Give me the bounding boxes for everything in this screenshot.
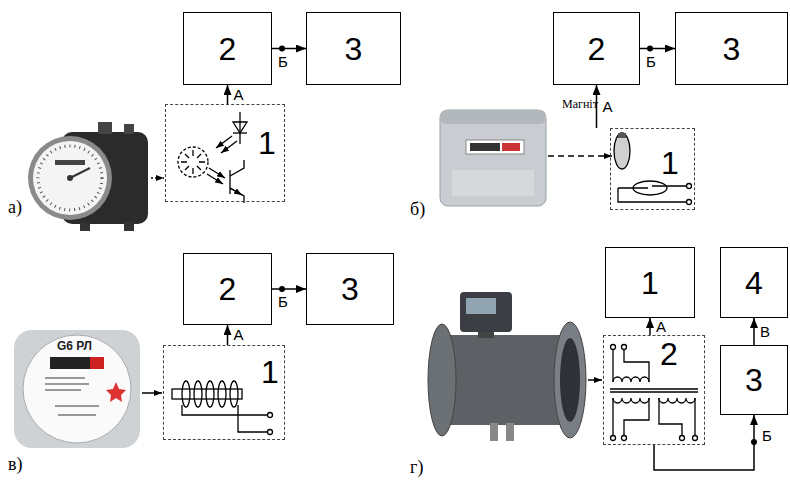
block-number: 3 bbox=[723, 33, 741, 65]
sensing-arrow bbox=[548, 155, 612, 157]
sensor-block: 1 bbox=[165, 104, 285, 202]
signal-connector bbox=[227, 85, 229, 104]
process-box: 2 bbox=[183, 253, 272, 325]
signal-name: А bbox=[233, 327, 245, 342]
process-box: 2 bbox=[183, 12, 272, 85]
signal-name: А bbox=[655, 319, 667, 334]
signal-connector bbox=[649, 318, 651, 335]
block-number: 2 bbox=[219, 273, 237, 305]
sensing-arrow bbox=[588, 379, 602, 381]
diaphragm-gas-meter bbox=[440, 110, 546, 206]
block-number: 1 bbox=[261, 356, 279, 388]
panel-letter: б) bbox=[410, 200, 425, 218]
signal-connector bbox=[272, 288, 306, 290]
signal-name: А bbox=[233, 87, 245, 102]
signal-connector bbox=[227, 325, 229, 345]
meter-marking: G6 РЛ bbox=[57, 340, 92, 352]
block-number: 2 bbox=[660, 338, 678, 370]
optical-sensor-symbol bbox=[178, 112, 247, 203]
signal-name: Б bbox=[645, 54, 657, 69]
signal-connector bbox=[640, 48, 675, 50]
process-box: 3 bbox=[720, 345, 788, 415]
process-box: 3 bbox=[306, 12, 401, 85]
reed-switch-symbol bbox=[614, 133, 692, 205]
ultrasonic-flow-meter bbox=[428, 292, 586, 441]
block-number: 2 bbox=[219, 33, 237, 65]
sensing-arrow bbox=[151, 177, 164, 179]
block-number: 3 bbox=[745, 364, 763, 396]
junction-dot bbox=[279, 286, 285, 292]
junction-dot bbox=[751, 439, 757, 445]
signal-name: В bbox=[759, 324, 771, 339]
rotary-gas-meter bbox=[14, 330, 140, 448]
sensor-block: 1 bbox=[163, 345, 285, 440]
signal-name: А bbox=[602, 99, 614, 114]
signal-name: Б bbox=[277, 54, 289, 69]
panel-letter: г) bbox=[410, 458, 423, 476]
junction-dot bbox=[647, 46, 653, 52]
sensor-block: 1 bbox=[610, 128, 695, 210]
signal-name: Б bbox=[761, 428, 773, 443]
process-box: 2 bbox=[553, 12, 640, 85]
signal-connector bbox=[654, 415, 754, 470]
block-number: 1 bbox=[258, 127, 276, 159]
part-name: Магніт bbox=[562, 98, 598, 110]
signal-connector bbox=[272, 48, 306, 50]
process-box: 3 bbox=[306, 253, 394, 325]
inductive-coil-symbol bbox=[172, 381, 273, 435]
transformer-symbol bbox=[610, 345, 698, 441]
process-box: 1 bbox=[605, 247, 695, 318]
junction-dot bbox=[279, 46, 285, 52]
process-box: 4 bbox=[720, 247, 788, 318]
block-number: 3 bbox=[341, 273, 359, 305]
panel-letter: в) bbox=[8, 455, 23, 473]
drum-gas-meter bbox=[28, 122, 148, 231]
block-number: 1 bbox=[661, 147, 679, 179]
process-box: 3 bbox=[675, 12, 788, 85]
panel-letter: а) bbox=[8, 198, 22, 216]
sensor-block: 2 bbox=[603, 335, 705, 445]
signal-connector bbox=[753, 318, 755, 345]
block-number: 4 bbox=[745, 267, 763, 299]
block-number: 1 bbox=[641, 267, 659, 299]
signal-name: Б bbox=[277, 294, 289, 309]
block-number: 3 bbox=[345, 33, 363, 65]
sensing-arrow bbox=[142, 392, 162, 394]
block-number: 2 bbox=[588, 33, 606, 65]
